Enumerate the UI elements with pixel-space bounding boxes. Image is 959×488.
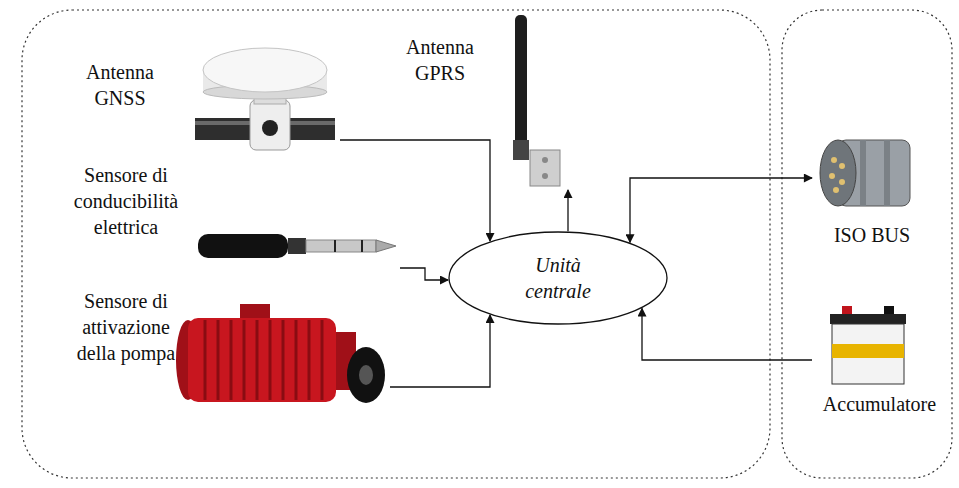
signal-arrow xyxy=(390,315,490,387)
node-label: Unità centrale xyxy=(516,252,600,304)
node-label: Antenna GNSS xyxy=(70,59,170,111)
device-node: ISO BUS xyxy=(812,130,936,258)
ellipse-outline xyxy=(448,231,668,325)
signal-arrow xyxy=(642,308,812,360)
central-unit-ellipse: Unità centrale xyxy=(448,231,668,325)
signal-arrow xyxy=(630,178,812,242)
node-label: ISO BUS xyxy=(812,222,932,248)
isobus-connector-picture xyxy=(820,140,910,206)
node-label: Accumulatore xyxy=(812,391,947,417)
signal-arrow xyxy=(400,268,448,280)
conductivity-sensor-picture xyxy=(198,234,396,258)
node-label: Sensore di conducibilità elettrica xyxy=(65,162,187,240)
signal-arrow xyxy=(340,140,490,241)
node-label: Sensore di attivazione della pompa xyxy=(65,288,187,366)
pump-picture xyxy=(176,304,385,403)
gprs-antenna-picture xyxy=(513,15,560,186)
gnss-antenna-picture xyxy=(195,48,335,150)
battery-picture xyxy=(830,306,906,384)
onboard-region xyxy=(22,10,770,478)
signal-arrow xyxy=(567,190,568,231)
device-node: Sensore di conducibilità elettrica xyxy=(65,160,400,270)
device-node: Sensore di attivazione della pompa xyxy=(65,282,390,422)
device-node: Antenna GPRS xyxy=(395,12,575,190)
node-label: Antenna GPRS xyxy=(395,34,485,86)
device-node: Accumulatore xyxy=(812,305,951,425)
tractor-region xyxy=(782,10,952,478)
device-node: Antenna GNSS xyxy=(70,45,340,160)
